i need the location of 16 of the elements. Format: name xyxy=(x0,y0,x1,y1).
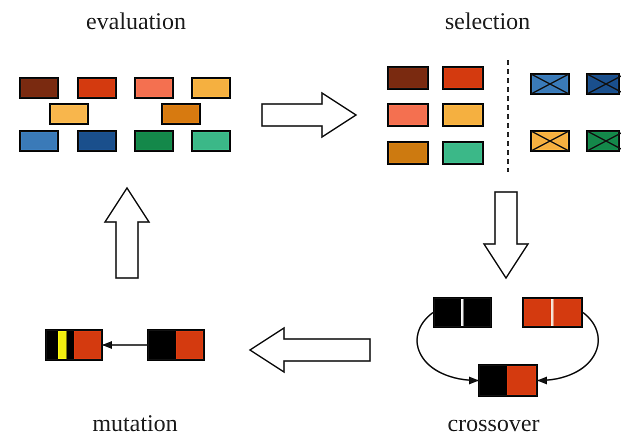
stage-heading: crossover xyxy=(448,410,540,438)
arrow xyxy=(537,312,599,384)
stage-heading: evaluation xyxy=(86,8,186,36)
block-arrow xyxy=(104,186,150,279)
block-arrow xyxy=(482,191,530,280)
arrow xyxy=(102,341,147,349)
chromosome-bar xyxy=(433,297,492,328)
block-arrow xyxy=(261,92,358,138)
chromosome-bar xyxy=(147,329,205,361)
chromosome-bar xyxy=(45,329,103,361)
stage-heading: mutation xyxy=(92,410,178,438)
chromosome-bar xyxy=(522,297,583,328)
chromosome-bar xyxy=(478,364,538,397)
arrow xyxy=(416,312,479,384)
block-arrow xyxy=(248,326,371,374)
stage-heading: selection xyxy=(444,8,530,36)
